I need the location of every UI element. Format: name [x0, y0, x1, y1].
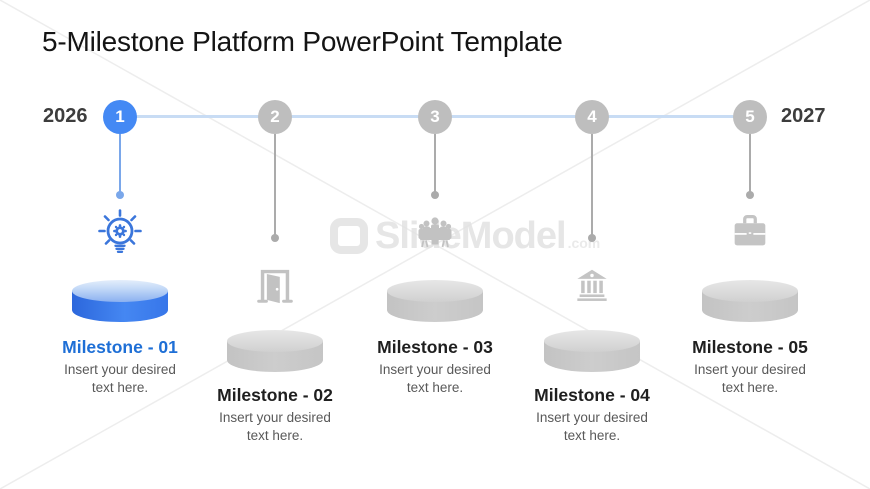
milestone-description: Insert your desired text here. [536, 410, 648, 443]
timeline-node-4: 4 [575, 100, 609, 134]
meeting-table-icon [355, 207, 515, 255]
timeline-end-year: 2027 [781, 105, 826, 127]
timeline-node-2: 2 [258, 100, 292, 134]
timeline-node-1: 1 [103, 100, 137, 134]
milestone-column-2: Milestone - 02 Insert your desired text … [195, 0, 355, 489]
watermark-brand: SlideModel [375, 215, 567, 257]
platform-cylinder [387, 280, 483, 322]
milestone-title: Milestone - 01 [62, 337, 178, 357]
drop-line [749, 134, 751, 192]
watermark: SlideModel .com [330, 214, 600, 258]
timeline-node-3: 3 [418, 100, 452, 134]
drop-line-dot [431, 191, 439, 199]
drop-line [274, 134, 276, 235]
platform-cylinder [72, 280, 168, 322]
milestone-title: Milestone - 05 [692, 337, 808, 357]
slidemodel-logo-icon [330, 218, 368, 254]
milestone-title: Milestone - 02 [217, 385, 333, 405]
timeline-node-5: 5 [733, 100, 767, 134]
idea-lightbulb-gear-icon [40, 207, 200, 259]
node-number: 3 [430, 107, 440, 126]
node-number: 2 [270, 107, 280, 126]
drop-line [434, 134, 436, 192]
milestone-description: Insert your desired text here. [64, 362, 176, 395]
drop-line-dot [746, 191, 754, 199]
platform-cylinder [227, 330, 323, 372]
platform-cylinder [544, 330, 640, 372]
platform-cylinder [702, 280, 798, 322]
page-title: 5-Milestone Platform PowerPoint Template [42, 26, 563, 57]
milestone-column-3: Milestone - 03 Insert your desired text … [355, 0, 515, 489]
milestone-column-4: Milestone - 04 Insert your desired text … [512, 0, 672, 489]
drop-line [591, 134, 593, 235]
drop-line-dot [271, 234, 279, 242]
milestone-title: Milestone - 03 [377, 337, 493, 357]
open-door-icon [195, 261, 355, 307]
timeline-start-year: 2026 [43, 105, 88, 127]
drop-line-dot [588, 234, 596, 242]
drop-line-dot [116, 191, 124, 199]
drop-line [119, 134, 121, 192]
milestone-description: Insert your desired text here. [219, 410, 331, 443]
node-number: 4 [587, 107, 597, 126]
bank-building-icon [512, 261, 672, 305]
milestone-description: Insert your desired text here. [379, 362, 491, 395]
milestone-column-5: Milestone - 05 Insert your desired text … [670, 0, 830, 489]
node-number: 5 [745, 107, 755, 126]
milestone-column-1: Milestone - 01 Insert your desired text … [40, 0, 200, 489]
node-number: 1 [115, 107, 125, 126]
briefcase-icon [670, 207, 830, 253]
milestone-title: Milestone - 04 [534, 385, 650, 405]
milestone-description: Insert your desired text here. [694, 362, 806, 395]
